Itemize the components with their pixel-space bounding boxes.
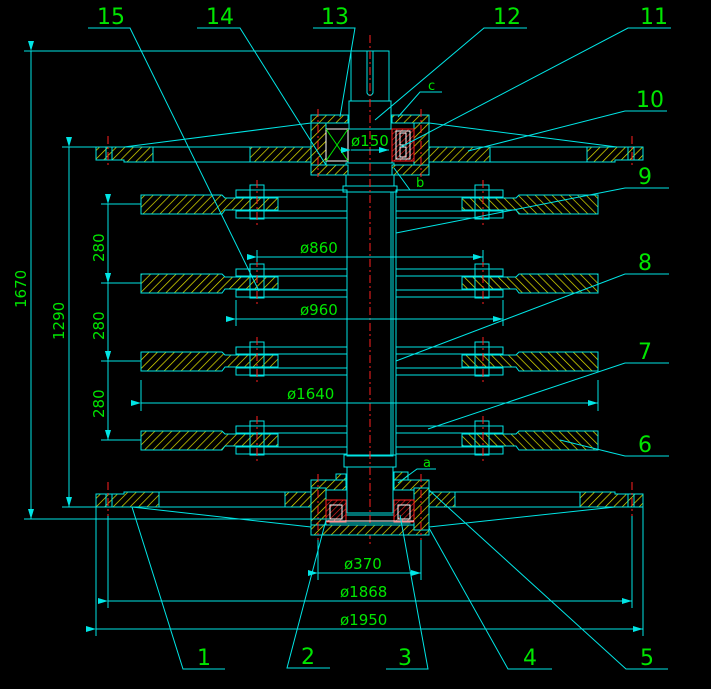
- dim-1290: 1290: [50, 302, 68, 340]
- arm-level-1-left-rail-top: [235, 189, 348, 198]
- label-4: 4: [523, 646, 537, 671]
- dim-1950: ø1950: [340, 611, 387, 629]
- arm-level-4-left-rail-bottom: [235, 446, 348, 455]
- arm-level-4-left-rail-top: [235, 425, 348, 434]
- dim-280-2: 280: [90, 311, 108, 340]
- arm-level-2-left-rail-top: [235, 268, 348, 277]
- label-13: 13: [321, 5, 349, 30]
- arm-level-3-right-paddle: [461, 351, 599, 372]
- arm-level-4-right-rail-top: [395, 425, 504, 434]
- arm-level-2-left-rail-bottom: [235, 289, 348, 298]
- label-6: 6: [638, 433, 652, 458]
- label-12: 12: [493, 5, 521, 30]
- dim-860: ø860: [300, 239, 338, 257]
- arm-level-1-left-paddle: [140, 194, 279, 215]
- leader-lines: [88, 27, 671, 670]
- label-5: 5: [640, 646, 654, 671]
- arm-level-2-right-rail-top: [395, 268, 504, 277]
- arm-level-3-left-rail-bottom: [235, 367, 348, 376]
- detail-label-c: c: [428, 79, 435, 94]
- label-1: 1: [197, 646, 211, 671]
- detail-label-b: b: [416, 176, 424, 191]
- arm-level-3-left-rail-top: [235, 346, 348, 355]
- arm-level-2-left-paddle: [140, 273, 279, 294]
- dim-1640: ø1640: [287, 385, 334, 403]
- arm-level-2-right-paddle: [461, 273, 599, 294]
- bottom-frame: [95, 482, 644, 516]
- label-8: 8: [638, 251, 652, 276]
- label-14: 14: [206, 5, 234, 30]
- arm-level-4-left-paddle: [140, 430, 279, 451]
- dim-280-1: 280: [90, 233, 108, 262]
- label-15: 15: [97, 5, 125, 30]
- arm-level-3-right-rail-bottom: [395, 367, 504, 376]
- arm-level-3-right-bolt-block: [474, 341, 490, 377]
- dimension-texts: 1670 1290 280 280 280 ø150 ø860 ø960 ø16…: [12, 132, 389, 629]
- detail-label-a: a: [423, 456, 431, 471]
- dim-960: ø960: [300, 301, 338, 319]
- rotor-arms: [140, 180, 599, 462]
- arm-level-4-right-rail-bottom: [395, 446, 504, 455]
- label-7: 7: [638, 340, 652, 365]
- arm-level-1-right-bolt-block: [474, 184, 490, 220]
- label-3: 3: [398, 646, 412, 671]
- arm-level-3-left-paddle: [140, 351, 279, 372]
- dim-1670: 1670: [12, 270, 30, 308]
- arm-level-2-right-bolt-block: [474, 263, 490, 299]
- arm-level-3-right-rail-top: [395, 346, 504, 355]
- part-numbers: 15 14 13 12 11 10 9 8 7 6 1 2 3 4 5 c b …: [97, 5, 668, 671]
- arm-level-2-right-rail-bottom: [395, 289, 504, 298]
- arm-level-4-right-bolt-block: [474, 420, 490, 456]
- label-9: 9: [638, 165, 652, 190]
- arm-level-1-right-rail-bottom: [395, 210, 504, 219]
- label-2: 2: [301, 645, 315, 670]
- label-10: 10: [636, 88, 664, 113]
- dim-280-3: 280: [90, 389, 108, 418]
- arm-level-4-right-paddle: [461, 430, 599, 451]
- dim-370: ø370: [344, 555, 382, 573]
- label-11: 11: [640, 5, 668, 30]
- upper-bearing-housing: [310, 109, 430, 177]
- dim-150: ø150: [351, 132, 389, 150]
- dimension-lines: [24, 41, 644, 636]
- dim-1868: ø1868: [340, 583, 387, 601]
- arm-level-1-right-rail-top: [395, 189, 504, 198]
- arm-level-1-left-rail-bottom: [235, 210, 348, 219]
